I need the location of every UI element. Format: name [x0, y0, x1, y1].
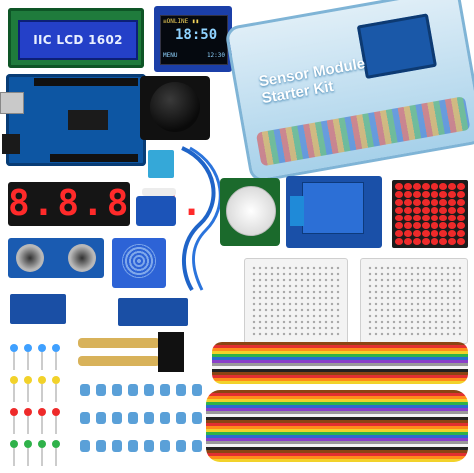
led-matrix [392, 180, 468, 248]
jumper-wires-top [212, 342, 468, 384]
ultrasonic-transducer-right [68, 244, 96, 272]
led-set [10, 344, 60, 466]
dht-sensor [148, 150, 174, 178]
resistor-set [80, 384, 202, 452]
relay-coil [302, 182, 364, 234]
usb-cable [181, 146, 222, 292]
relay-module [286, 176, 382, 248]
ultrasonic-transducer-left [16, 244, 44, 272]
breadboard-right [360, 258, 468, 344]
oled-menu-label: MENU [163, 52, 178, 59]
relay-terminal [290, 196, 304, 226]
oled-right-label: 12:30 [206, 52, 225, 59]
kit-storage-box: Sensor Module Starter Kit [224, 0, 474, 184]
touch-sensor [112, 238, 166, 288]
uno-header-bottom [50, 154, 138, 162]
oled-screen: ≡ONLINE ▮▮ 18:50 MENU 12:30 [160, 15, 228, 65]
seven-segment-display: 8.8.8.8. [8, 182, 206, 226]
kit-box-label: Sensor Module Starter Kit [258, 55, 370, 107]
servo-motor [136, 188, 176, 226]
microcontroller-chip [68, 110, 108, 130]
servo-horn [142, 188, 176, 196]
uno-board [0, 74, 146, 166]
pir-motion-sensor [220, 178, 280, 246]
oled-display-module: ≡ONLINE ▮▮ 18:50 MENU 12:30 [154, 6, 232, 72]
ultrasonic-sensor [8, 238, 104, 278]
pir-dome [226, 186, 276, 236]
breadboard-left [244, 258, 348, 344]
uno-header-top [34, 78, 138, 86]
ir-sensor-module [10, 294, 66, 324]
joystick-module [140, 76, 210, 140]
soil-moisture-sensor [78, 332, 184, 372]
touch-pad [122, 244, 156, 278]
box-wire-tray [255, 96, 471, 167]
usb-port [0, 92, 24, 114]
oled-status-line: ≡ONLINE ▮▮ [163, 18, 200, 25]
lcd-1602-module: IIC LCD 1602 [8, 8, 144, 68]
box-board-image [356, 13, 438, 79]
jumper-wires-bottom [206, 390, 468, 462]
lcd-screen: IIC LCD 1602 [18, 20, 138, 60]
joystick-knob [150, 82, 200, 132]
sound-sensor-module [118, 298, 188, 326]
oled-time: 18:50 [175, 27, 218, 43]
power-jack [2, 134, 20, 154]
